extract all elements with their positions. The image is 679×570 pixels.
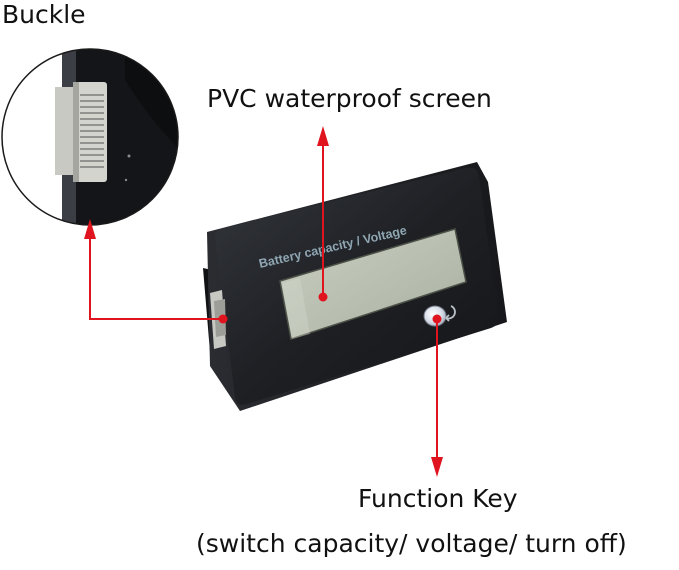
function-key-arrow bbox=[431, 314, 443, 477]
buckle-label: Buckle bbox=[2, 0, 86, 29]
buckle-arrow bbox=[84, 219, 228, 324]
annotation-arrows bbox=[84, 126, 443, 477]
function-key-detail-label: (switch capacity/ voltage/ turn off) bbox=[196, 529, 627, 558]
battery-meter-device: Battery capacity / Voltage bbox=[203, 162, 507, 411]
buckle-zoom-circle bbox=[1, 48, 179, 226]
screen-arrow bbox=[317, 126, 329, 302]
power-cycle-icon bbox=[445, 305, 456, 322]
function-key-label: Function Key bbox=[358, 484, 518, 513]
screen-label: PVC waterproof screen bbox=[207, 84, 492, 113]
